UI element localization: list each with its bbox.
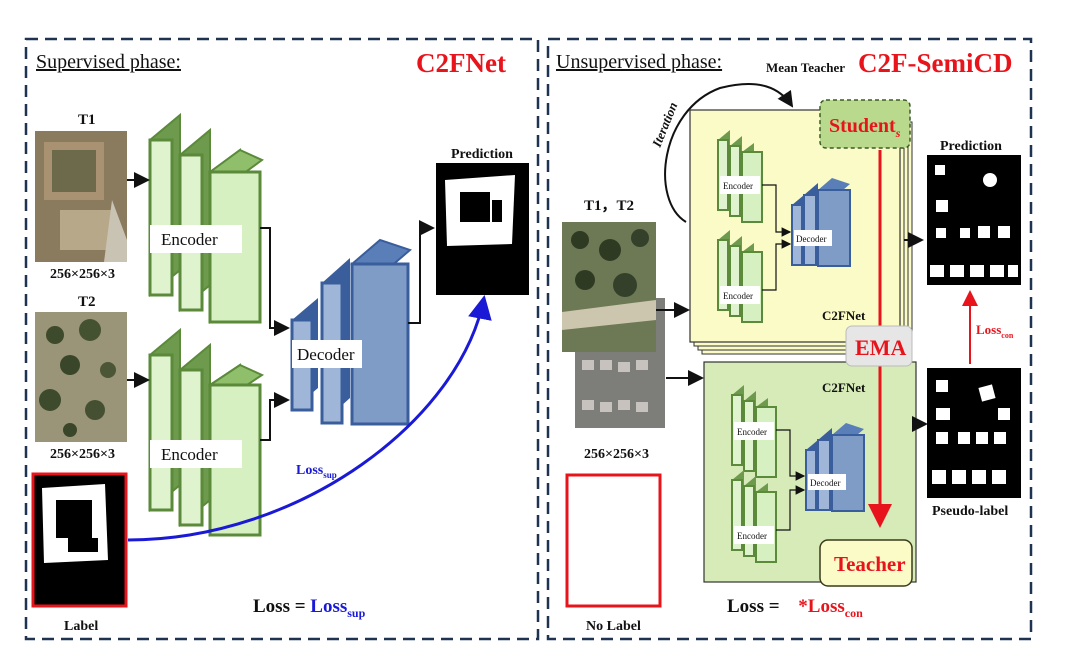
- t1-image: [35, 131, 127, 262]
- student-c2fnet-label: C2FNet: [822, 308, 866, 323]
- right-prediction-label: Prediction: [940, 139, 1002, 154]
- t1-label: T1: [78, 112, 96, 128]
- left-prediction-image: [436, 163, 529, 295]
- encoder-1: [148, 112, 264, 324]
- c2fnet-title: C2FNet: [416, 48, 506, 78]
- right-prediction-image: [927, 155, 1021, 285]
- loss-sup-arrow-label: Losssup: [296, 463, 337, 480]
- unsupervised-loss-equation: Loss = *Losscon: [727, 596, 863, 620]
- no-label-caption: No Label: [586, 619, 641, 634]
- decoder: [290, 238, 412, 426]
- teacher-encoder-2: [731, 470, 777, 563]
- c2f-semicd-title: C2F-SemiCD: [858, 48, 1012, 78]
- encoder-2-label: Encoder: [161, 445, 218, 464]
- teacher-encoder-1: [731, 385, 777, 478]
- student-encoder-1-label: Encoder: [723, 181, 753, 191]
- teacher-decoder: [805, 423, 865, 512]
- t2-size: 256×256×3: [50, 447, 115, 462]
- unsupervised-panel-border: [546, 37, 1033, 641]
- pseudo-label-caption: Pseudo-label: [932, 504, 1008, 519]
- right-size-label: 256×256×3: [584, 447, 649, 462]
- student-encoder-1: [717, 130, 763, 223]
- student-encoder-2-label: Encoder: [723, 291, 753, 301]
- label-image: [31, 472, 128, 608]
- t2-label: T2: [78, 294, 96, 310]
- mean-teacher-label: Mean Teacher: [766, 60, 845, 75]
- teacher-encoder-2-label: Encoder: [737, 531, 767, 541]
- ema-badge: [845, 325, 913, 367]
- no-label-box: [565, 473, 662, 608]
- student-badge: [819, 99, 911, 149]
- label-caption: Label: [64, 619, 98, 634]
- t1t2-label: T1，T2: [584, 198, 634, 214]
- loss-con-label: Losscon: [976, 322, 1014, 340]
- student-decoder-label: Decoder: [796, 234, 826, 244]
- t1-stacked-image: [562, 222, 656, 352]
- loss-sup-arrow: [127, 295, 492, 542]
- supervised-loss-equation: Loss = Losssup: [253, 596, 366, 620]
- right-flow-arrows: [656, 232, 928, 432]
- teacher-badge: [819, 539, 913, 587]
- encoder-1-label: Encoder: [161, 230, 218, 249]
- teacher-internal-arrows: [776, 429, 806, 531]
- teacher-c2fnet-label: C2FNet: [822, 380, 866, 395]
- student-decoder: [791, 178, 851, 267]
- teacher-encoder-1-label: Encoder: [737, 427, 767, 437]
- student-internal-arrows: [762, 184, 792, 291]
- student-encoder-2: [717, 230, 763, 323]
- ema-label: EMA: [855, 335, 906, 360]
- pseudo-label-image: [927, 368, 1021, 498]
- supervised-panel-border: [24, 37, 540, 641]
- left-flow-arrows: [127, 172, 435, 441]
- decoder-label: Decoder: [297, 345, 355, 364]
- teacher-label: Teacher: [834, 552, 906, 576]
- iteration-arrow: [664, 83, 794, 223]
- left-prediction-label: Prediction: [451, 147, 513, 162]
- iteration-label: Iteration: [648, 100, 680, 150]
- unsupervised-phase-title: Unsupervised phase:: [556, 51, 722, 73]
- encoder-2: [148, 327, 265, 537]
- t1-size: 256×256×3: [50, 267, 115, 282]
- student-label: Students: [829, 115, 901, 140]
- teacher-decoder-label: Decoder: [810, 478, 840, 488]
- supervised-phase-title: Supervised phase:: [36, 51, 181, 73]
- t2-image: [35, 312, 127, 442]
